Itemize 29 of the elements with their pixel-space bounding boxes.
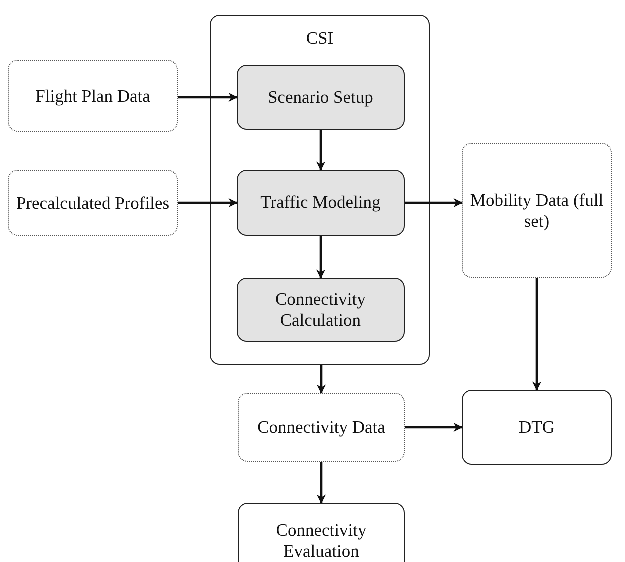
arrow bbox=[316, 462, 326, 504]
system-container bbox=[210, 15, 430, 365]
arrow bbox=[178, 198, 238, 208]
arrow bbox=[316, 236, 326, 279]
arrow bbox=[405, 198, 463, 208]
arrow bbox=[316, 365, 326, 394]
data-box bbox=[462, 143, 612, 278]
process-box bbox=[236, 170, 405, 236]
node-label: Traffic Modeling bbox=[260, 192, 381, 214]
node-label: Connectivity Calculation bbox=[274, 288, 367, 331]
process-box bbox=[236, 64, 405, 130]
arrow bbox=[405, 422, 463, 432]
data-box bbox=[8, 170, 178, 236]
arrow bbox=[316, 130, 326, 171]
node-label: Scenario Setup bbox=[268, 86, 374, 108]
node-label: Precalculated Profiles bbox=[16, 192, 170, 214]
process-box bbox=[236, 278, 405, 342]
node-label: Connectivity Evaluation bbox=[275, 520, 368, 562]
arrow bbox=[178, 92, 238, 102]
data-box bbox=[8, 60, 178, 132]
output-box bbox=[238, 503, 405, 562]
data-box bbox=[238, 393, 405, 462]
container-title: CSI bbox=[306, 28, 334, 49]
node-label: Flight Plan Data bbox=[36, 86, 150, 106]
arrow bbox=[532, 278, 542, 391]
node-label: Mobility Data (full set) bbox=[469, 190, 605, 232]
node-label: DTG bbox=[519, 417, 555, 438]
output-box bbox=[462, 390, 612, 465]
node-label: Connectivity Data bbox=[258, 417, 386, 438]
